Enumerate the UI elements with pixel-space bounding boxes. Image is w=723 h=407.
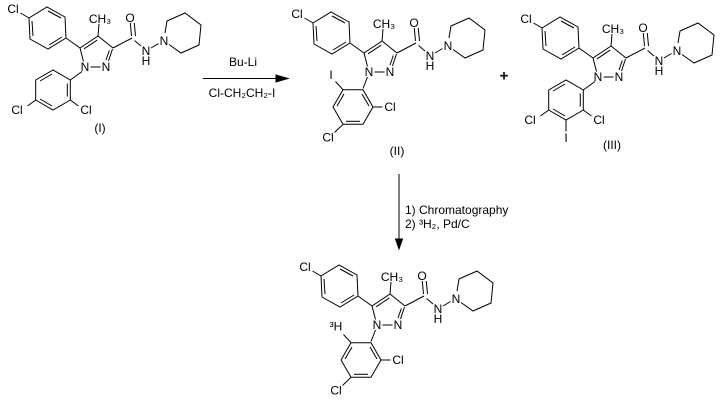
step1-reagent-below: Cl-CH₂CH₂-I [209, 86, 276, 100]
compound-label-ii: (II) [390, 144, 405, 158]
step1-arrow [203, 74, 290, 83]
step2-condition-2: 2) ³H₂, Pd/C [405, 217, 470, 231]
structure-iii: I [519, 11, 715, 145]
structure-product: ³H [298, 259, 494, 398]
compound-label-i: (I) [94, 121, 105, 135]
atom-label-tritium: ³H [330, 320, 343, 334]
step2-arrow [394, 174, 404, 251]
step1-reagent-above: Bu-Li [229, 55, 257, 69]
arrowhead-down-icon [394, 238, 404, 251]
atom-label-iodine: I [564, 131, 567, 145]
arrowhead-right-icon [275, 74, 290, 83]
step2-condition-1: 1) Chromatography [405, 203, 508, 217]
plus-sign: + [500, 68, 509, 85]
structure-i [6, 1, 202, 118]
compound-label-iii: (III) [603, 138, 621, 152]
atom-label-iodine: I [329, 68, 332, 82]
structure-ii: I [290, 6, 486, 145]
